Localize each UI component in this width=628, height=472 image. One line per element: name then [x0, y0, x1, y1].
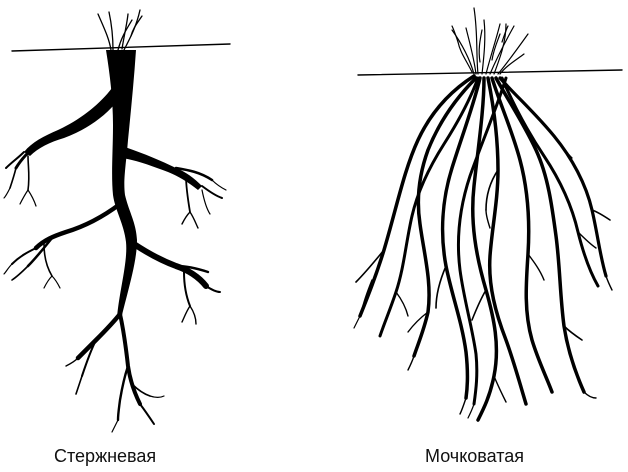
taproot-shoots	[98, 10, 142, 50]
fibrous-shoots	[452, 8, 528, 74]
taproot-lateral-right	[122, 146, 202, 190]
taproot-lateral-upper-left	[24, 88, 118, 156]
taproot-label: Стержневая	[54, 446, 156, 467]
fibrous-system	[354, 8, 622, 420]
fibrous-root-label: Мочковатая	[425, 446, 524, 467]
fibrous-roots	[354, 76, 612, 420]
taproot-soil-line	[12, 44, 230, 51]
taproot-system	[4, 10, 230, 432]
